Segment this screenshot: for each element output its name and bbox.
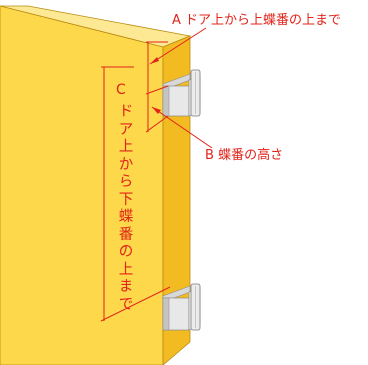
door-front-face (0, 5, 164, 365)
dimension-a (145, 27, 207, 132)
label-b-letter: B (205, 148, 214, 163)
label-c-letter: C (116, 82, 126, 98)
label-b: B 蝶番の高さ (205, 149, 283, 162)
label-c-text: ドア上から下蝶番の上まで (118, 104, 134, 313)
door-edge-face (162, 35, 191, 365)
lower-hinge (162, 283, 201, 331)
dimension-b (145, 106, 213, 149)
label-a: A ドア上から上蝶番の上まで (172, 14, 341, 27)
label-a-text: ドア上から上蝶番の上まで (185, 13, 342, 28)
label-a-letter: A (172, 13, 181, 28)
label-b-text: 蝶番の高さ (218, 148, 284, 163)
dimension-c (100, 66, 171, 322)
